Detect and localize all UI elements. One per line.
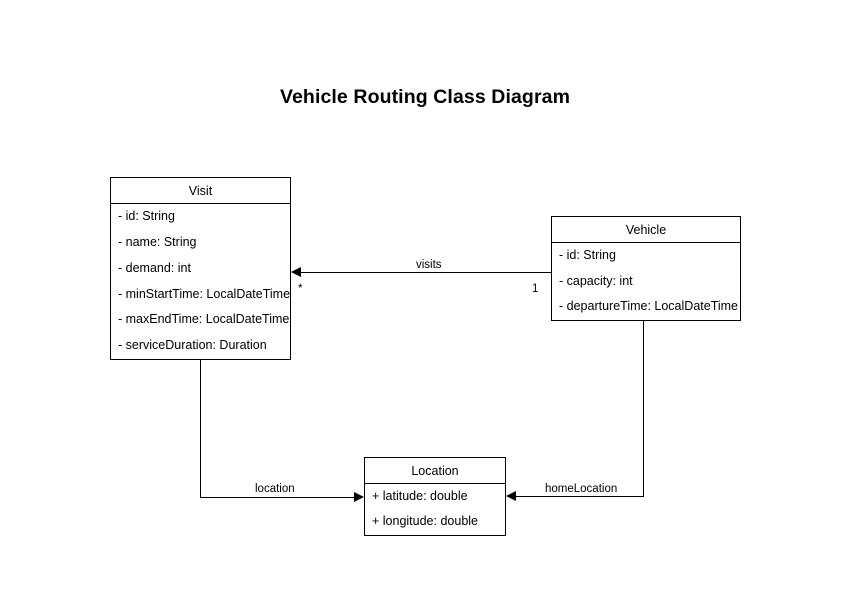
edge-location-arrowhead <box>354 492 364 502</box>
diagram-title: Vehicle Routing Class Diagram <box>279 86 571 108</box>
class-attribute: - name: String <box>118 234 197 249</box>
edge-visits-line <box>299 272 551 274</box>
edge-label-visits: visits <box>416 259 442 271</box>
class-box-location[interactable]: Location + latitude: double + longitude:… <box>364 457 506 536</box>
class-name-visit: Visit <box>111 178 290 204</box>
class-attribute: - minStartTime: LocalDateTime <box>118 286 291 301</box>
class-attribute: - departureTime: LocalDateTime <box>559 299 739 314</box>
class-attribute: + longitude: double <box>372 514 478 529</box>
class-attribute: - demand: int <box>118 260 191 275</box>
class-attributes-visit: - id: String - name: String - demand: in… <box>111 204 290 359</box>
class-attribute: - id: String <box>118 209 175 224</box>
edge-label-location: location <box>255 483 295 495</box>
edge-location-vertical-segment <box>200 360 202 498</box>
class-box-vehicle[interactable]: Vehicle - id: String - capacity: int - d… <box>551 216 741 321</box>
edge-homelocation-vertical-segment <box>643 321 645 496</box>
edge-homelocation-arrowhead <box>506 491 516 501</box>
multiplicity-visits-target: * <box>298 283 303 295</box>
class-attribute: - id: String <box>559 247 616 262</box>
class-attribute: - capacity: int <box>559 273 633 288</box>
class-attribute: - maxEndTime: LocalDateTime <box>118 312 290 327</box>
class-attribute: + latitude: double <box>372 488 468 503</box>
class-attribute: - serviceDuration: Duration <box>118 338 267 353</box>
class-box-visit[interactable]: Visit - id: String - name: String - dema… <box>110 177 291 360</box>
class-attributes-location: + latitude: double + longitude: double <box>365 484 505 535</box>
edge-label-homelocation: homeLocation <box>545 483 618 495</box>
edge-location-horizontal-segment <box>200 496 355 498</box>
edge-visits-arrowhead <box>291 267 301 277</box>
class-name-vehicle: Vehicle <box>552 217 740 243</box>
edge-homelocation-horizontal-segment <box>516 495 644 497</box>
class-name-location: Location <box>365 458 505 484</box>
class-attributes-vehicle: - id: String - capacity: int - departure… <box>552 243 740 320</box>
multiplicity-visits-source: 1 <box>532 283 539 295</box>
